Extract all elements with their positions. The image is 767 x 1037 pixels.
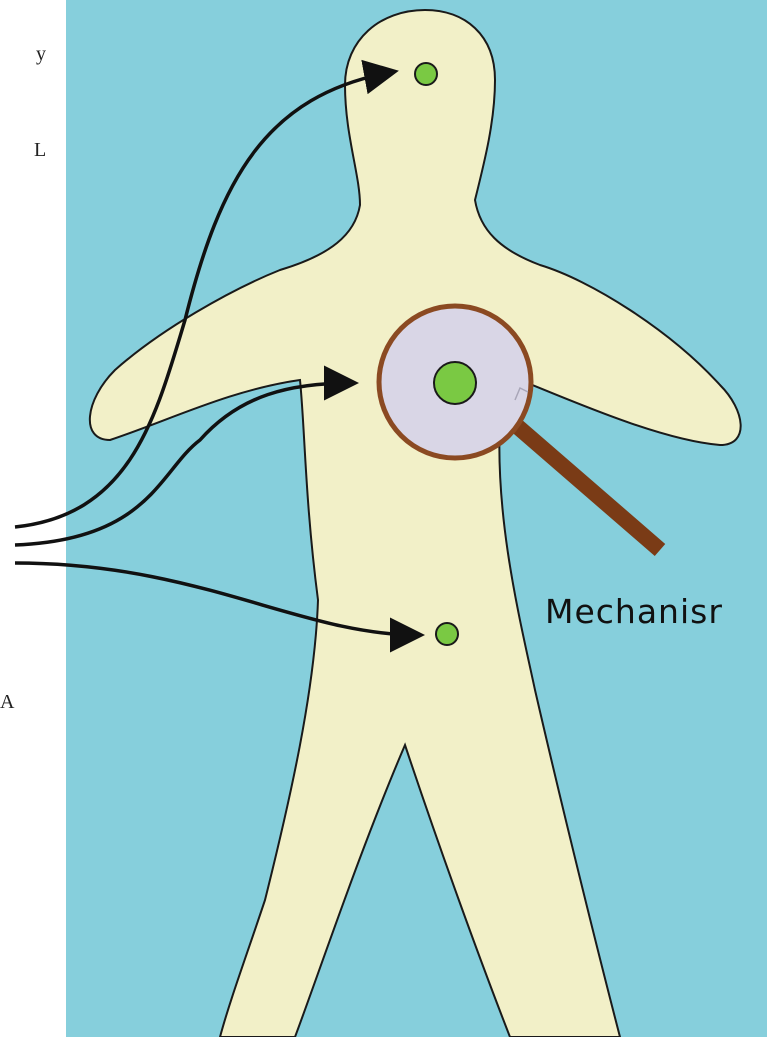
chest-target-point xyxy=(434,362,476,404)
abdomen-target-point xyxy=(436,623,458,645)
mechanism-label: Mechanisr xyxy=(545,592,723,631)
head-target-point xyxy=(415,63,437,85)
magnifier-handle xyxy=(510,420,660,550)
body-silhouette xyxy=(90,10,741,1037)
